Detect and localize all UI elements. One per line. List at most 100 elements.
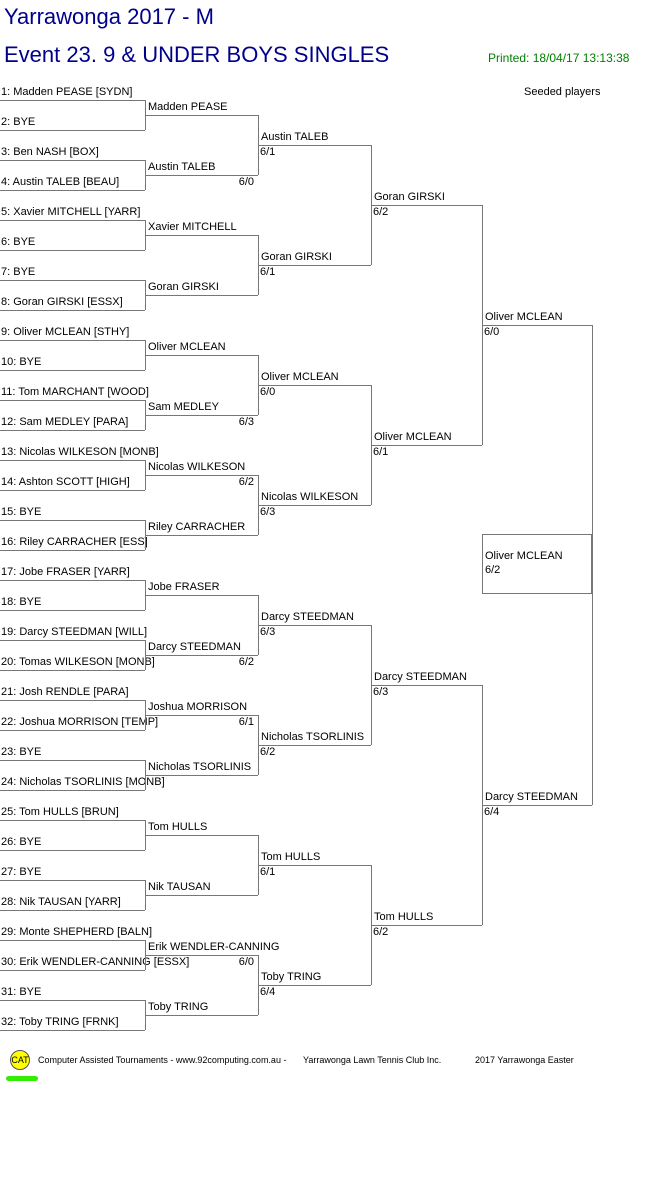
draw-line <box>0 190 145 191</box>
draw-line <box>145 715 258 716</box>
draw-line <box>0 220 145 221</box>
draw-line <box>258 625 371 626</box>
round3-winner: Tom HULLS <box>261 851 321 863</box>
draw-line <box>145 475 258 476</box>
draw-line <box>0 460 145 461</box>
round2-winner: Oliver MCLEAN <box>148 341 226 353</box>
round3-score: 6/3 <box>260 626 276 638</box>
round1-player: 21: Josh RENDLE [PARA] <box>1 686 129 698</box>
draw-line <box>0 580 145 581</box>
footer-credit[interactable]: Computer Assisted Tournaments - www.92co… <box>38 1055 287 1065</box>
round1-player: 7: BYE <box>1 266 36 278</box>
round4-score: 6/2 <box>373 926 389 938</box>
round2-score: 6/1 <box>238 716 254 728</box>
round1-player: 26: BYE <box>1 836 42 848</box>
round1-player: 6: BYE <box>1 236 36 248</box>
draw-line <box>0 550 145 551</box>
draw-line <box>0 730 145 731</box>
round4-winner: Oliver MCLEAN <box>374 431 452 443</box>
tournament-title: Yarrawonga 2017 - M <box>4 4 214 29</box>
cat-logo-icon: CAT <box>10 1050 30 1070</box>
round3-winner: Oliver MCLEAN <box>261 371 339 383</box>
draw-line <box>258 505 371 506</box>
round2-winner: Nik TAUSAN <box>148 881 211 893</box>
round1-player: 25: Tom HULLS [BRUN] <box>1 806 119 818</box>
draw-line <box>371 685 482 686</box>
round2-score: 6/0 <box>238 956 254 968</box>
round1-player: 5: Xavier MITCHELL [YARR] <box>1 206 141 218</box>
round1-player: 20: Tomas WILKESON [MONB] <box>1 656 155 668</box>
round4-score: 6/2 <box>373 206 389 218</box>
round1-player: 1: Madden PEASE [SYDN] <box>1 86 133 98</box>
round4-score: 6/1 <box>373 446 389 458</box>
round1-player: 16: Riley CARRACHER [ESS] <box>1 536 148 548</box>
draw-line <box>0 880 145 881</box>
round3-winner: Nicholas TSORLINIS <box>261 731 365 743</box>
draw-line <box>145 295 258 296</box>
round2-score: 6/2 <box>238 476 254 488</box>
round1-player: 24: Nicholas TSORLINIS [MONB] <box>1 776 165 788</box>
draw-line <box>145 895 258 896</box>
footer: CAT Computer Assisted Tournaments - www.… <box>6 1048 650 1084</box>
round2-winner: Darcy STEEDMAN <box>148 641 241 653</box>
champion-name: Oliver MCLEAN <box>485 550 563 562</box>
draw-line <box>0 1030 145 1031</box>
draw-line <box>145 235 258 236</box>
draw-line <box>482 805 592 806</box>
draw-line <box>0 820 145 821</box>
draw-line <box>145 1015 258 1016</box>
round1-player: 28: Nik TAUSAN [YARR] <box>1 896 121 908</box>
draw-line <box>0 640 145 641</box>
round1-player: 18: BYE <box>1 596 42 608</box>
round1-player: 13: Nicolas WILKESON [MONB] <box>1 446 159 458</box>
draw-line <box>371 445 482 446</box>
draw-connector <box>592 325 593 805</box>
draw-line <box>0 520 145 521</box>
draw-line <box>0 340 145 341</box>
draw-line <box>258 385 371 386</box>
logo-underline <box>6 1076 38 1081</box>
draw-line <box>145 835 258 836</box>
draw-line <box>145 535 258 536</box>
round3-winner: Austin TALEB <box>261 131 329 143</box>
draw-line <box>371 925 482 926</box>
round1-player: 23: BYE <box>1 746 42 758</box>
round1-player: 10: BYE <box>1 356 42 368</box>
round1-player: 14: Ashton SCOTT [HIGH] <box>1 476 130 488</box>
draw-line <box>0 400 145 401</box>
round1-player: 30: Erik WENDLER-CANNING [ESSX] <box>1 956 190 968</box>
draw-line <box>258 145 371 146</box>
draw-line <box>0 670 145 671</box>
printed-timestamp: Printed: 18/04/17 13:13:38 <box>488 51 630 65</box>
round1-player: 8: Goran GIRSKI [ESSX] <box>1 296 123 308</box>
draw-line <box>0 430 145 431</box>
round2-winner: Erik WENDLER-CANNING <box>148 941 280 953</box>
draw-line <box>0 610 145 611</box>
draw-line <box>145 175 258 176</box>
round5-winner: Oliver MCLEAN <box>485 311 563 323</box>
draw-line <box>145 775 258 776</box>
round3-score: 6/0 <box>260 386 276 398</box>
round1-player: 27: BYE <box>1 866 42 878</box>
draw-line <box>0 970 145 971</box>
round3-winner: Toby TRING <box>261 971 322 983</box>
round2-winner: Goran GIRSKI <box>148 281 219 293</box>
round1-player: 17: Jobe FRASER [YARR] <box>1 566 130 578</box>
round3-score: 6/2 <box>260 746 276 758</box>
round1-player: 2: BYE <box>1 116 36 128</box>
round2-score: 6/0 <box>238 176 254 188</box>
draw-line <box>258 265 371 266</box>
round4-winner: Goran GIRSKI <box>374 191 445 203</box>
round1-player: 12: Sam MEDLEY [PARA] <box>1 416 129 428</box>
round2-winner: Nicholas TSORLINIS <box>148 761 252 773</box>
round2-winner: Tom HULLS <box>148 821 208 833</box>
round1-player: 4: Austin TALEB [BEAU] <box>1 176 120 188</box>
draw-line <box>371 205 482 206</box>
round2-winner: Toby TRING <box>148 1001 209 1013</box>
draw-line <box>0 490 145 491</box>
draw-line <box>145 595 258 596</box>
round1-player: 11: Tom MARCHANT [WOOD] <box>1 386 149 398</box>
draw-line <box>0 910 145 911</box>
round4-winner: Tom HULLS <box>374 911 434 923</box>
round1-player: 32: Toby TRING [FRNK] <box>1 1016 119 1028</box>
